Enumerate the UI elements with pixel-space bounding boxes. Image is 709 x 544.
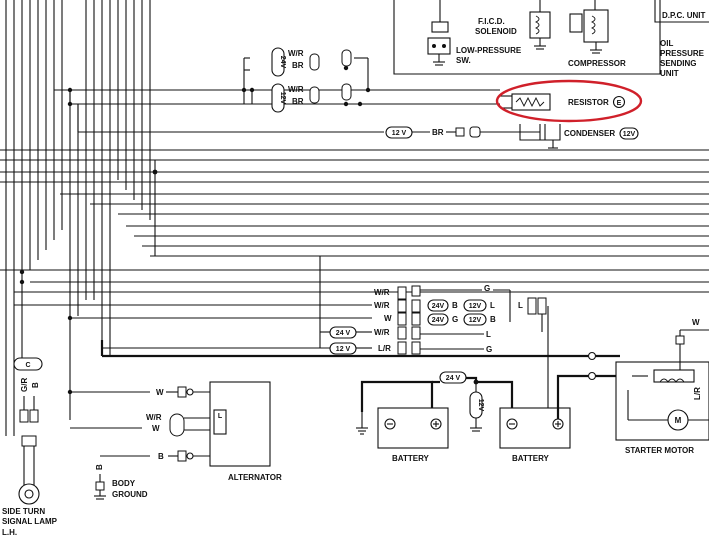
starter-m-mark: M — [675, 416, 682, 425]
oil-pressure-label-2: PRESSURE — [660, 49, 705, 58]
block-l-2: L — [486, 330, 491, 339]
block-l-right: L — [518, 301, 523, 310]
lamp-wire-gr: G/R — [20, 378, 29, 392]
resistor-label: RESISTOR — [568, 98, 609, 107]
block-b-2: B — [490, 315, 496, 324]
block-12v-mid-1: 12V — [469, 303, 482, 310]
battery-left-label: BATTERY — [392, 454, 430, 463]
wire-code-wr-1: W/R — [288, 49, 304, 58]
battery-12v: 12V — [477, 399, 484, 412]
block-g-1: G — [452, 315, 458, 324]
starter-motor-label: STARTER MOTOR — [625, 446, 694, 455]
battery-left: BATTERY — [356, 380, 449, 463]
block-12v: 12 V — [336, 346, 351, 353]
alternator-label: ALTERNATOR — [228, 473, 282, 482]
middle-connector-block: W/R W/R W W/R L/R 24 V 12 V 24V 24V B G … — [14, 256, 549, 420]
side-turn-label-3: L.H. — [2, 528, 17, 537]
block-lr: L/R — [378, 344, 391, 353]
oil-pressure-label-4: UNIT — [660, 69, 679, 78]
alt-terminal-l: L — [218, 413, 223, 420]
block-24v: 24 V — [336, 330, 351, 337]
alt-wire-w-2: W — [152, 424, 160, 433]
alt-wire-w-1: W — [156, 388, 164, 397]
wire-code-br-1: BR — [292, 61, 304, 70]
resistor-e-mark: E — [617, 100, 622, 107]
low-pressure-label-1: LOW-PRESSURE — [456, 46, 522, 55]
block-l-1: L — [490, 301, 495, 310]
block-wr-3: W/R — [374, 328, 390, 337]
block-wr-1: W/R — [374, 288, 390, 297]
ac-relay-section: 24V 12V W/R BR W/R BR F.I.C.D. SOLENOID … — [54, 0, 709, 113]
block-24v-mid-2: 24V — [432, 317, 445, 324]
block-g-2: G — [486, 345, 492, 354]
oil-pressure-label-3: SENDING — [660, 59, 696, 68]
starter-motor-component: M W L/R STARTER MOTOR — [615, 318, 709, 455]
ficd-label-1: F.I.C.D. — [478, 17, 505, 26]
condenser-12v-compact: 12V — [623, 131, 636, 138]
block-g-top: G — [484, 284, 490, 293]
compressor-label: COMPRESSOR — [568, 59, 626, 68]
resistor-highlight-ellipse — [495, 79, 643, 123]
low-pressure-label-2: SW. — [456, 56, 471, 65]
block-w-1: W — [384, 314, 392, 323]
side-turn-label-1: SIDE TURN — [2, 507, 45, 516]
left-vertical-wires — [5, 0, 151, 436]
body-ground-wire-b: B — [95, 464, 104, 470]
lamp-wire-b: B — [31, 382, 40, 388]
starter-wire-w: W — [692, 318, 700, 327]
starter-wire-lr: L/R — [693, 387, 702, 400]
resistor-component: RESISTOR E — [495, 79, 643, 123]
voltage-24v-upper: 24V — [279, 56, 286, 69]
condenser-label: CONDENSER — [564, 129, 615, 138]
alt-wire-b: B — [158, 452, 164, 461]
side-turn-label-2: SIGNAL LAMP — [2, 517, 58, 526]
block-b-1: B — [452, 301, 458, 310]
body-ground-label-1: BODY — [112, 479, 136, 488]
alt-wire-wr: W/R — [146, 413, 162, 422]
condenser-12v: 12 V — [392, 130, 407, 137]
lamp-c-mark: C — [25, 362, 30, 369]
condenser-component: 12 V BR CONDENSER 12V — [77, 104, 639, 149]
oil-pressure-label-1: OIL — [660, 39, 673, 48]
condenser-wire-br: BR — [432, 128, 444, 137]
block-wr-2: W/R — [374, 301, 390, 310]
horizontal-bus-wires — [0, 149, 709, 293]
battery-right: 24 V 12V BATTERY — [432, 371, 588, 463]
side-turn-lamp-component: C G/R B SIDE TURN SIGNAL LAMP L.H. — [2, 300, 58, 537]
wire-code-wr-2: W/R — [288, 85, 304, 94]
wire-code-br-2: BR — [292, 97, 304, 106]
dpc-unit-label: D.P.C. UNIT — [662, 11, 706, 20]
body-ground-label-2: GROUND — [112, 490, 148, 499]
battery-right-label: BATTERY — [512, 454, 550, 463]
battery-24v: 24 V — [446, 375, 461, 382]
ficd-label-2: SOLENOID — [475, 27, 517, 36]
alternator-component: W W/R W L ALTERNATOR B B BODY GROUND — [67, 332, 282, 500]
voltage-12v-upper: 12V — [279, 92, 286, 105]
block-12v-mid-2: 12V — [469, 317, 482, 324]
block-24v-mid-1: 24V — [432, 303, 445, 310]
